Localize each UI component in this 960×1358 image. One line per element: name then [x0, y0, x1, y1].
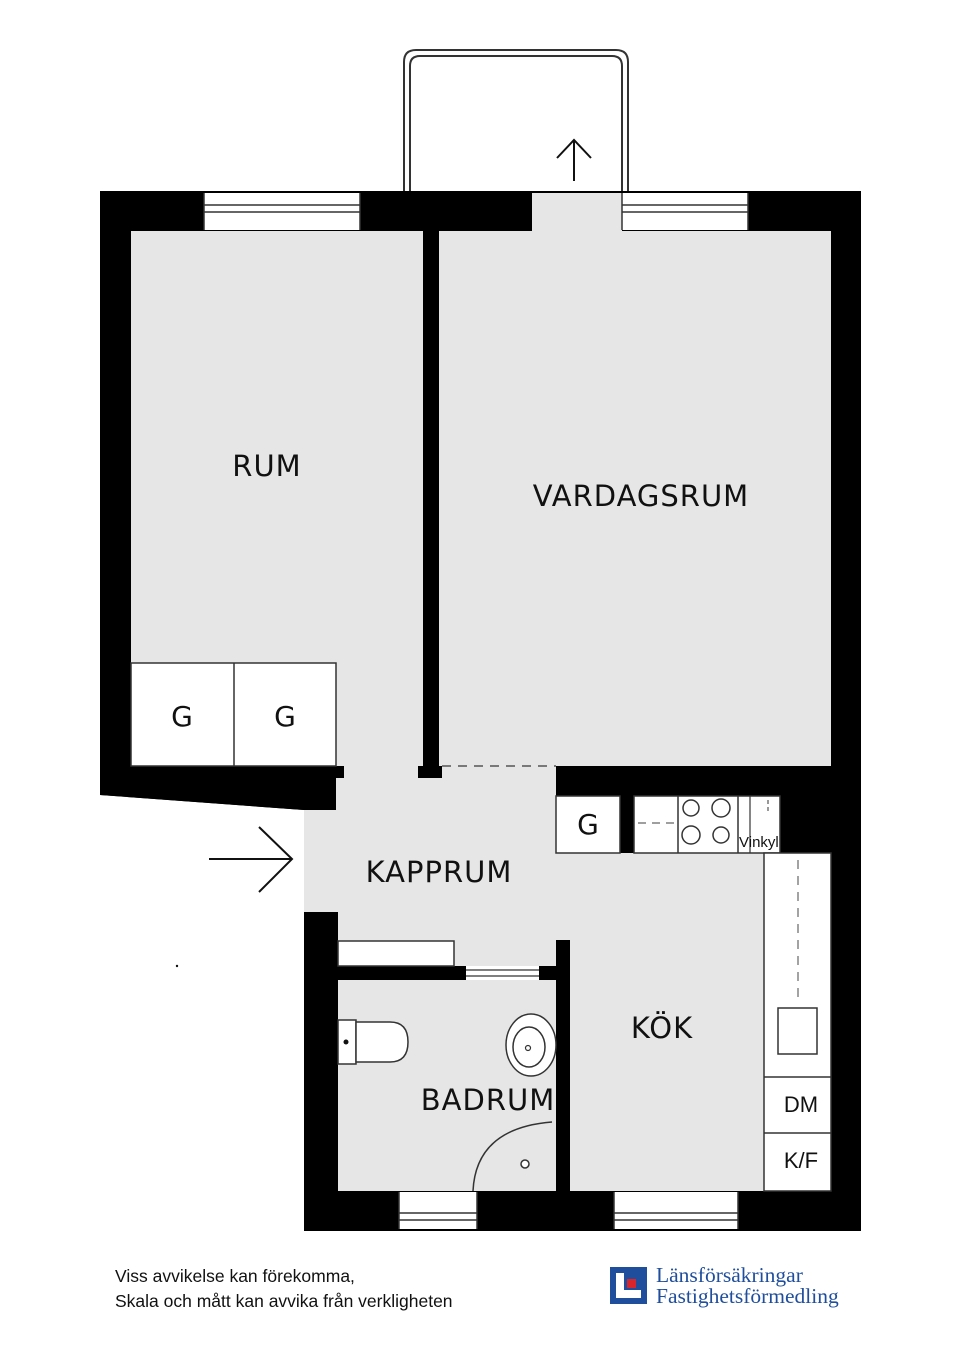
badrum-floor: [338, 980, 556, 1191]
room-label-rum: RUM: [232, 449, 301, 483]
dishwasher-label: DM: [784, 1092, 818, 1117]
disclaimer-line: Viss avvikelse kan förekomma,: [115, 1266, 355, 1286]
stray-dot: [175, 964, 179, 968]
window-badrum: [398, 1192, 478, 1229]
room-label-kok: KÖK: [631, 1011, 693, 1045]
wall-stub: [418, 766, 442, 778]
wall-bath-top-left: [304, 966, 466, 980]
wardrobes-rum: [130, 662, 337, 767]
wall-kapprum-kok: [620, 796, 634, 853]
room-label-vardagsrum: VARDAGSRUM: [533, 479, 749, 513]
balcony-door: [532, 193, 622, 231]
room-label-badrum: BADRUM: [421, 1083, 555, 1117]
wall-bath-left: [304, 912, 338, 1231]
hat-shelf: [337, 940, 455, 967]
wardrobe-kapprum: [555, 795, 621, 854]
sink-icon: [777, 1007, 818, 1055]
brand-line: Fastighetsförmedling: [656, 1284, 839, 1308]
wardrobe-label: G: [577, 808, 599, 841]
entrance-arrow-icon: [209, 826, 294, 893]
bath-doorway: [466, 966, 539, 980]
disclaimer-line: Skala och mått kan avvika från verklighe…: [115, 1291, 453, 1311]
lansforsakringar-logo-icon: [610, 1267, 647, 1304]
fridge-freezer-label: K/F: [784, 1148, 818, 1173]
washbasin-icon: [505, 1013, 557, 1077]
window-kok: [613, 1192, 739, 1229]
balcony: [403, 49, 629, 192]
wardrobe-label: G: [171, 700, 193, 733]
brand-line: Länsförsäkringar: [656, 1263, 803, 1287]
vardagsrum-floor: [439, 231, 831, 766]
toilet-icon: [337, 1019, 409, 1065]
kapprum-floor: [304, 766, 764, 1191]
balcony-arrow-icon: [556, 138, 592, 181]
window-vardagsrum: [621, 193, 749, 230]
kitchen-wall-right: [780, 766, 861, 853]
shower-curtain-icon: [472, 1121, 553, 1192]
brand: Länsförsäkringar Fastighetsförmedling: [610, 1263, 870, 1315]
entrance-opening: [304, 810, 338, 912]
stove-icon: [681, 798, 731, 845]
wine-cooler-label: Vinkyl: [739, 834, 779, 851]
disclaimer: Viss avvikelse kan förekomma, Skala och …: [115, 1264, 453, 1314]
wall-bath-kok: [556, 940, 570, 1231]
window-rum: [203, 193, 361, 230]
wall-stub-2: [336, 766, 344, 778]
floor-plan: G G G Vinkyl DM K/F: [100, 49, 861, 1231]
brand-name: Länsförsäkringar Fastighetsförmedling: [656, 1263, 839, 1308]
wall-rum-vardagsrum: [424, 231, 438, 766]
wardrobe-label: G: [274, 700, 296, 733]
kitchen-counter-top: [633, 795, 781, 854]
room-label-kapprum: KAPPRUM: [366, 855, 513, 889]
outer-walls-step: [100, 795, 336, 810]
